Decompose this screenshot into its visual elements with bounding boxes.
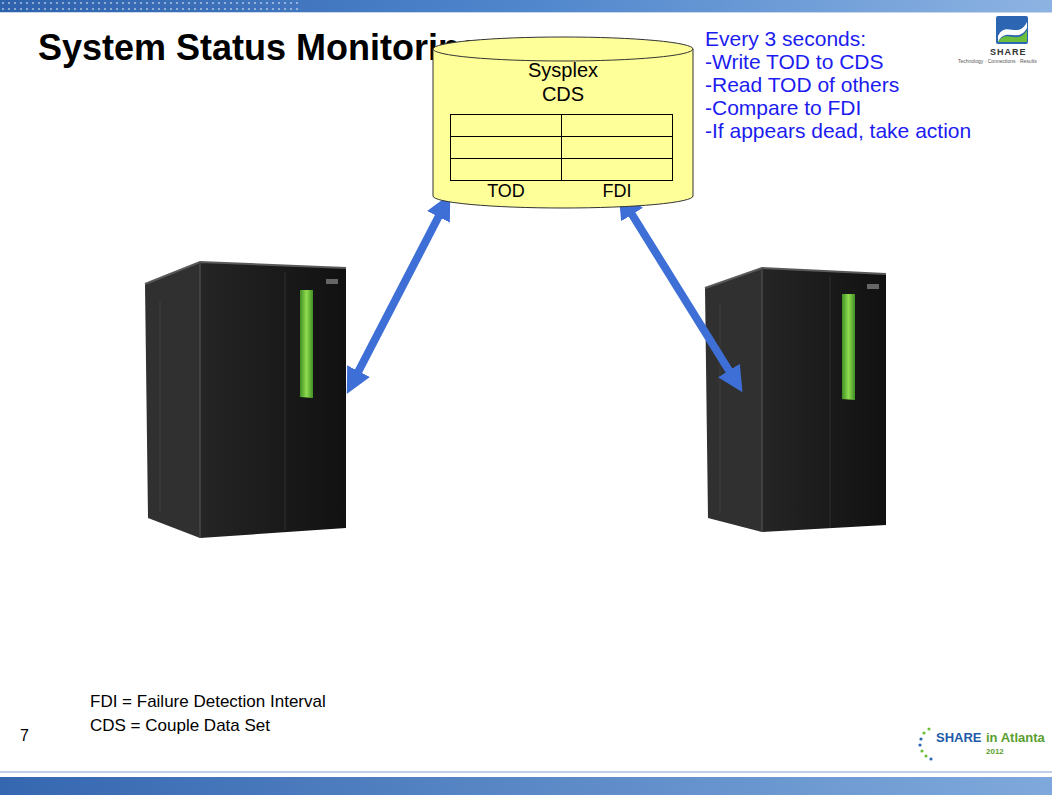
step-note: Every 3 seconds: <box>705 27 866 51</box>
step-note: -Read TOD of others <box>705 73 899 97</box>
table-cell: TOD <box>450 158 562 181</box>
footer-bar <box>0 772 1052 795</box>
mainframe-edge <box>705 268 886 288</box>
mainframe-light-strip <box>300 290 313 398</box>
data-arrows <box>355 208 733 378</box>
header-rule <box>0 12 1052 13</box>
mainframe-left <box>145 262 346 538</box>
event-logo-name: SHARE <box>936 731 982 746</box>
step-note: -If appears dead, take action <box>705 119 971 143</box>
cylinder-body <box>433 49 693 208</box>
double-arrow <box>628 208 733 377</box>
abbreviation-note: FDI = Failure Detection Interval <box>90 692 326 712</box>
mainframe-edge <box>199 262 201 538</box>
event-logo-place: in Atlanta <box>986 731 1045 746</box>
node-text: FDI <box>567 181 667 202</box>
node-text: Sysplex CDS <box>513 58 613 106</box>
mainframe-badge <box>326 279 338 284</box>
table-cell: FDI <box>561 158 673 181</box>
mainframe-front <box>200 262 346 538</box>
page-number: 7 <box>20 727 29 745</box>
logo-square <box>996 16 1028 44</box>
top-band <box>0 0 1052 12</box>
logo-tagline: Technology · Connections · Results <box>958 59 1037 65</box>
share-logo-icon <box>996 16 1028 44</box>
mainframe-edge <box>145 262 346 284</box>
double-arrow <box>355 210 442 378</box>
cylinder-top <box>433 37 693 61</box>
logo-name: SHARE <box>990 47 1027 57</box>
mainframe-right <box>705 268 886 532</box>
mainframe-front <box>762 268 886 532</box>
atlanta-logo-dots <box>918 727 932 760</box>
table-cell: … <box>561 136 673 159</box>
table-cell: … <box>450 136 562 159</box>
slide-title: System Status Monitoring <box>38 27 482 69</box>
mainframe-panel-line <box>720 302 721 514</box>
table-cell: TOD <box>450 114 562 137</box>
node-text: TOD <box>456 181 556 202</box>
couple-data-set-cylinder: Sysplex CDSTODFDI……TODFDI <box>432 36 694 209</box>
mainframe-light-strip <box>842 294 855 400</box>
footer-rule <box>0 771 1052 773</box>
mainframe-panel-line <box>830 276 831 528</box>
dot-pattern <box>0 0 300 12</box>
step-note: -Compare to FDI <box>705 96 861 120</box>
mainframe-panel-line <box>160 300 161 512</box>
mainframe-edge <box>761 268 763 532</box>
mainframe-side <box>705 268 762 532</box>
mainframe-side <box>145 262 200 538</box>
header-bar <box>0 0 1052 13</box>
bottom-band <box>0 777 1052 795</box>
event-logo-year: 2012 <box>986 747 1004 756</box>
table-cell: FDI <box>561 114 673 137</box>
abbreviation-note: CDS = Couple Data Set <box>90 716 270 736</box>
logo-swoosh-green <box>998 30 1027 42</box>
mainframe-badge <box>867 284 879 289</box>
logo-swoosh <box>998 22 1027 42</box>
step-note: -Write TOD to CDS <box>705 50 884 74</box>
mainframe-panel-line <box>285 272 286 530</box>
